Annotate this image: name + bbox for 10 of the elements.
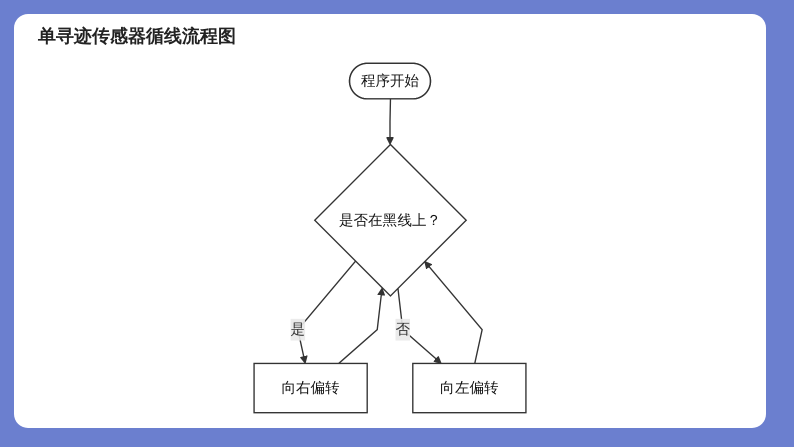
node-box: 向右偏转 [253, 362, 368, 414]
arrow [338, 288, 386, 364]
edge-label: 是 [290, 320, 306, 338]
arrow [386, 99, 394, 145]
arrow [424, 260, 483, 364]
node-box: 向左偏转 [412, 362, 527, 414]
node-diamond: 是否在黑线上？ [314, 144, 468, 297]
edge-label: 否 [395, 320, 410, 338]
diagram-title: 单寻迹传感器循线流程图 [38, 25, 236, 48]
arrow [297, 260, 356, 364]
